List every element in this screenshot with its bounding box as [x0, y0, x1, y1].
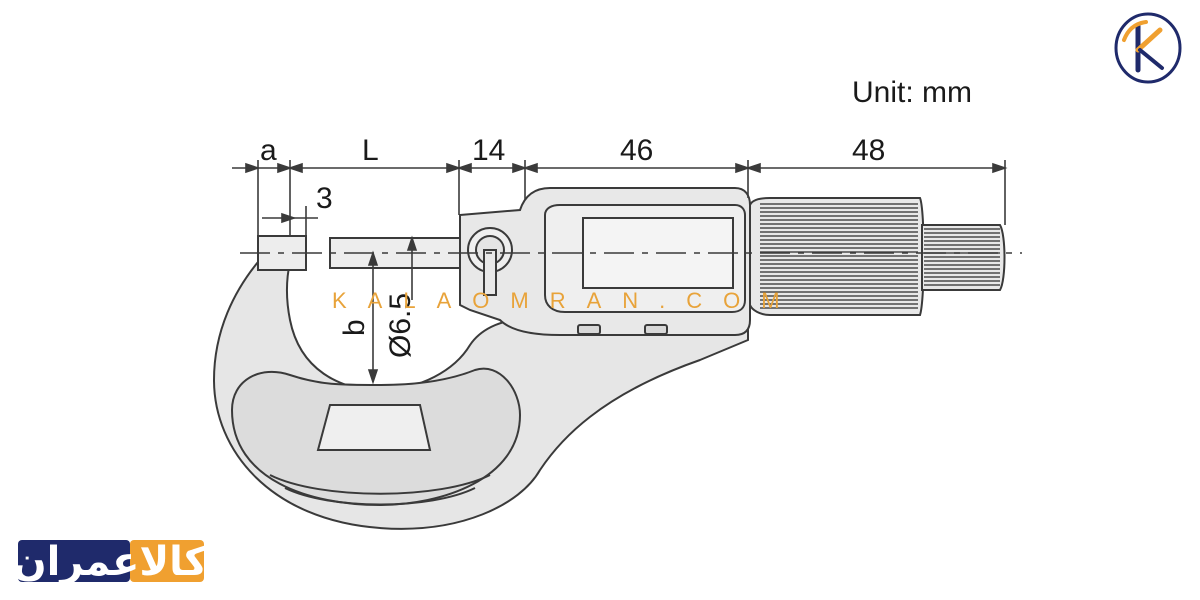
- dim-diameter-label: Ø6.5: [384, 293, 417, 358]
- dim-a-label: a: [260, 134, 277, 167]
- thimble[interactable]: [749, 197, 925, 316]
- dim-L-label: L: [362, 134, 379, 167]
- ratchet[interactable]: [921, 224, 1006, 291]
- kalaomran-wordmark-logo: کالاعمران: [13, 539, 209, 585]
- unit-label: Unit: mm: [852, 76, 972, 109]
- lcd-housing: [459, 187, 751, 336]
- dim-b-label: b: [338, 319, 371, 336]
- dim-48-label: 48: [852, 134, 885, 167]
- watermark-text: KALAOMRAN.COM: [332, 288, 801, 313]
- button-right[interactable]: [644, 324, 668, 335]
- kalaomran-emblem-logo: [1114, 12, 1182, 84]
- logo-text: کالاعمران: [13, 539, 209, 585]
- dimension-lines: [232, 160, 1008, 385]
- dim-14-label: 14: [472, 134, 505, 167]
- dim-3-label: 3: [316, 182, 333, 215]
- button-left[interactable]: [577, 324, 601, 335]
- dim-46-label: 46: [620, 134, 653, 167]
